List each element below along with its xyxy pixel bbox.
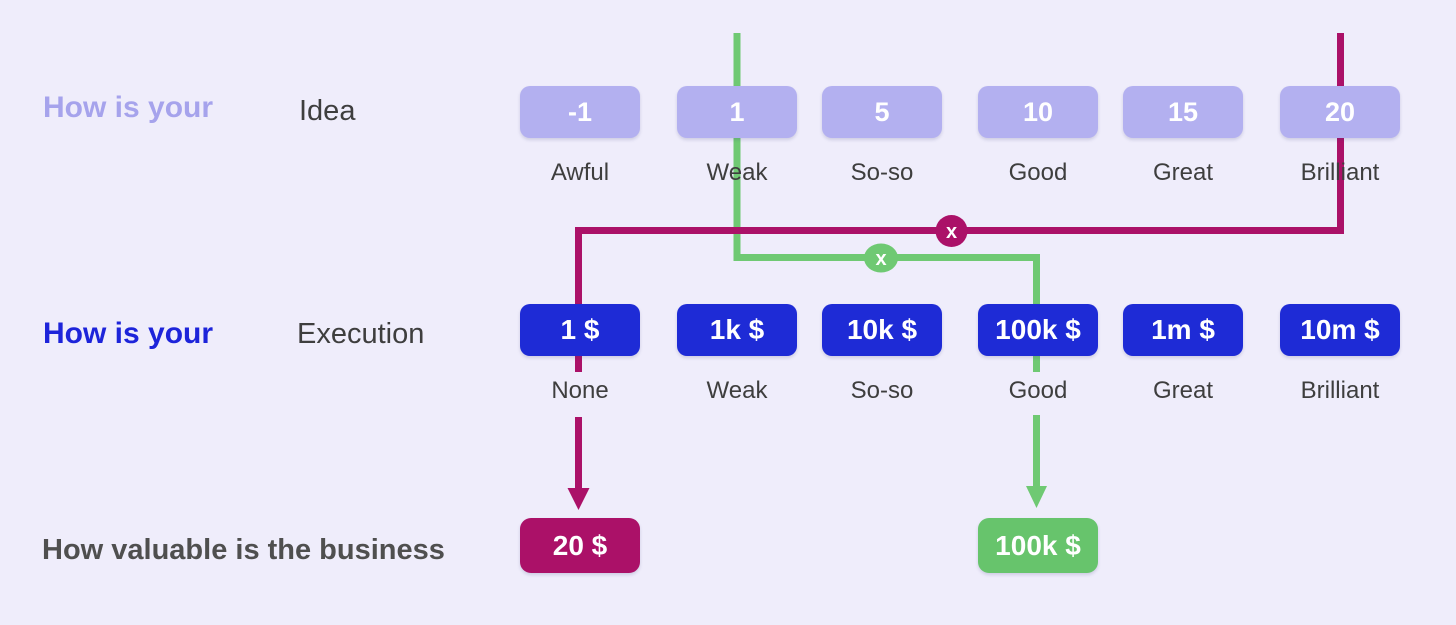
idea-row-title: Idea [299,95,356,127]
execution-label-none: None [551,377,609,404]
idea-box-awful: -1 [520,86,640,138]
green-multiply-badge: x [864,243,898,273]
execution-label-weak: Weak [706,377,768,404]
execution-label-great: Great [1152,377,1214,404]
business-value-title: How valuable is the business [42,534,445,566]
execution-box-weak: 1k $ [677,304,797,356]
idea-label-weak: Weak [706,159,768,186]
crimson-multiply-x: x [946,221,957,243]
crimson-result-arrow [567,417,590,510]
execution-label-soso: So-so [850,377,914,404]
result-box-100k-dollars: 100k $ [978,518,1098,573]
idea-label-soso: So-so [850,159,914,186]
idea-label-good: Good [1008,159,1068,186]
crimson-multiply-badge: x [935,215,968,247]
idea-box-good: 10 [978,86,1098,138]
idea-box-soso: 5 [822,86,942,138]
idea-box-weak: 1 [677,86,797,138]
execution-box-great: 1m $ [1123,304,1243,356]
idea-label-brilliant: Brilliant [1300,159,1380,186]
execution-row-prefix: How is your [43,317,214,350]
green-multiply-x: x [875,248,886,270]
execution-label-brilliant: Brilliant [1300,377,1380,404]
execution-box-soso: 10k $ [822,304,942,356]
idea-row-prefix: How is your [43,91,214,124]
green-result-arrow [1026,415,1047,508]
green-multiply-circle [864,243,898,273]
execution-box-good: 100k $ [978,304,1098,356]
idea-box-great: 15 [1123,86,1243,138]
idea-label-awful: Awful [550,159,610,186]
execution-box-brilliant: 10m $ [1280,304,1400,356]
idea-box-brilliant: 20 [1280,86,1400,138]
execution-row-title: Execution [297,318,425,350]
execution-box-none: 1 $ [520,304,640,356]
result-box-20-dollars: 20 $ [520,518,640,573]
crimson-multiply-circle [935,215,968,247]
idea-label-great: Great [1152,159,1214,186]
execution-label-good: Good [1008,377,1068,404]
